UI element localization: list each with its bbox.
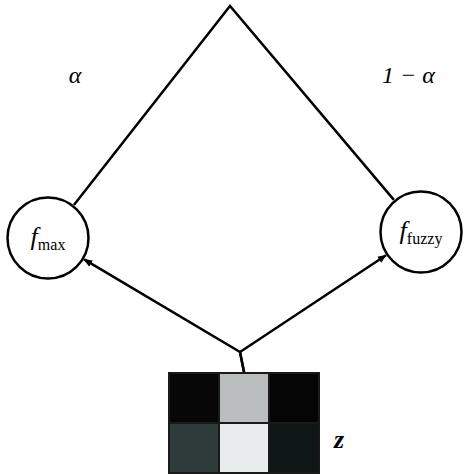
combination-line — [74, 6, 394, 205]
weight-label: 1 − α — [382, 63, 435, 87]
patch-ground — [168, 372, 320, 474]
input-patch: z — [168, 372, 320, 474]
patch-cell — [270, 374, 318, 422]
input-arrow — [240, 255, 386, 372]
patch-cell — [170, 374, 218, 422]
function-name: fmax — [31, 224, 66, 253]
circle-shape — [8, 198, 89, 279]
function-name: ffuzzy — [400, 218, 443, 247]
function-circle: ffuzzy — [379, 190, 463, 274]
patch-cell — [220, 424, 268, 472]
weight-label: α — [69, 63, 82, 87]
input-label: z — [334, 427, 344, 453]
function-circle: fmax — [6, 196, 90, 280]
circle-shape — [381, 192, 462, 273]
patch-cell — [220, 374, 268, 422]
input-patch-image — [168, 372, 320, 474]
patch-cell — [270, 424, 318, 472]
input-arrow — [84, 259, 244, 372]
patch-cell — [170, 424, 218, 472]
